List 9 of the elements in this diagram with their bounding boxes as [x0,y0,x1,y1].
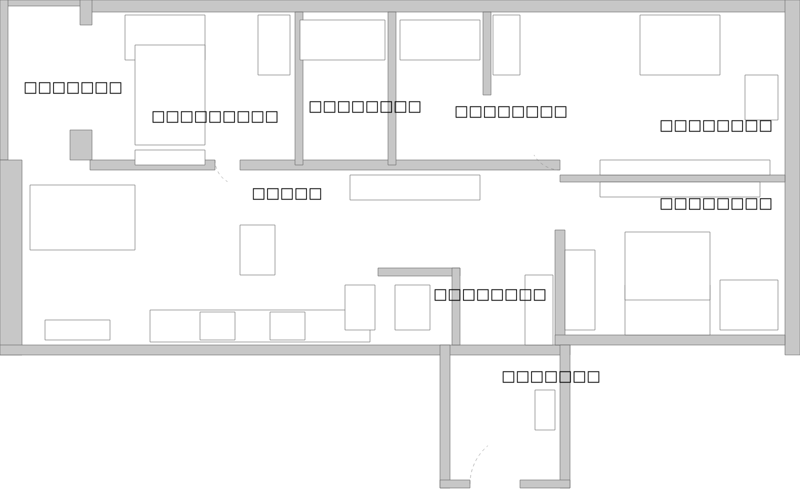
room-label: □□□□□□□□ [456,106,566,118]
room-label: □□□□□□□ [24,82,122,94]
room-label: □□□□□□□□□ [152,111,278,123]
room-label: □□□□□□□□ [660,120,772,132]
room-label: □□□□□ [252,188,322,200]
room-label: □□□□□□□□ [434,289,546,301]
room-label: □□□□□□□□ [310,101,420,113]
room-label: □□□□□□□ [502,371,600,383]
room-label: □□□□□□□□ [660,198,772,210]
